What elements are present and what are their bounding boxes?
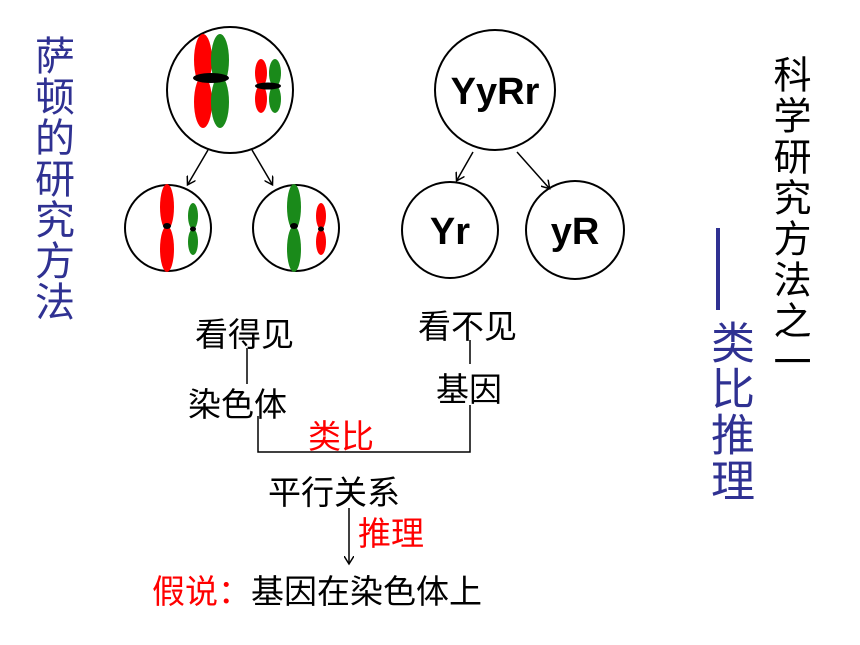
- label-analogy: 类比: [308, 417, 374, 456]
- label-invisible: 看不见: [418, 307, 517, 346]
- arrow-right-2: [516, 151, 549, 188]
- daughter-cell-right: [252, 184, 340, 272]
- label-gene: 基因: [436, 370, 502, 409]
- hypothesis-line: 假说：基因在染色体上: [152, 565, 482, 613]
- gene-parent-circle: YyRr: [434, 29, 556, 151]
- right-dash-divider: [716, 228, 720, 310]
- right-method-label: 类比推理: [703, 320, 754, 504]
- label-visible: 看得见: [195, 315, 294, 354]
- arrow-left-2: [251, 149, 272, 184]
- gene-parent-label: YyRr: [451, 71, 540, 113]
- label-chromosome: 染色体: [188, 385, 287, 424]
- label-inference: 推理: [358, 514, 424, 553]
- left-vertical-title: 萨顿的研究方法: [28, 35, 74, 322]
- analogy-bracket: [257, 405, 471, 453]
- parent-cell-chromosomes: [166, 26, 294, 154]
- hypothesis-body: 基因在染色体上: [251, 572, 482, 611]
- label-parallel-relation: 平行关系: [268, 473, 400, 512]
- arrow-left-1: [188, 149, 209, 184]
- gene-child-left-circle: Yr: [401, 181, 499, 279]
- gene-child-left-label: Yr: [430, 211, 470, 253]
- right-vertical-title: 科学研究方法之一: [767, 55, 811, 383]
- gene-child-right-label: yR: [551, 211, 600, 253]
- daughter-cell-left: [124, 184, 212, 272]
- gene-child-right-circle: yR: [525, 180, 625, 280]
- hypothesis-prefix: 假说：: [152, 572, 251, 611]
- arrow-right-1: [457, 151, 474, 180]
